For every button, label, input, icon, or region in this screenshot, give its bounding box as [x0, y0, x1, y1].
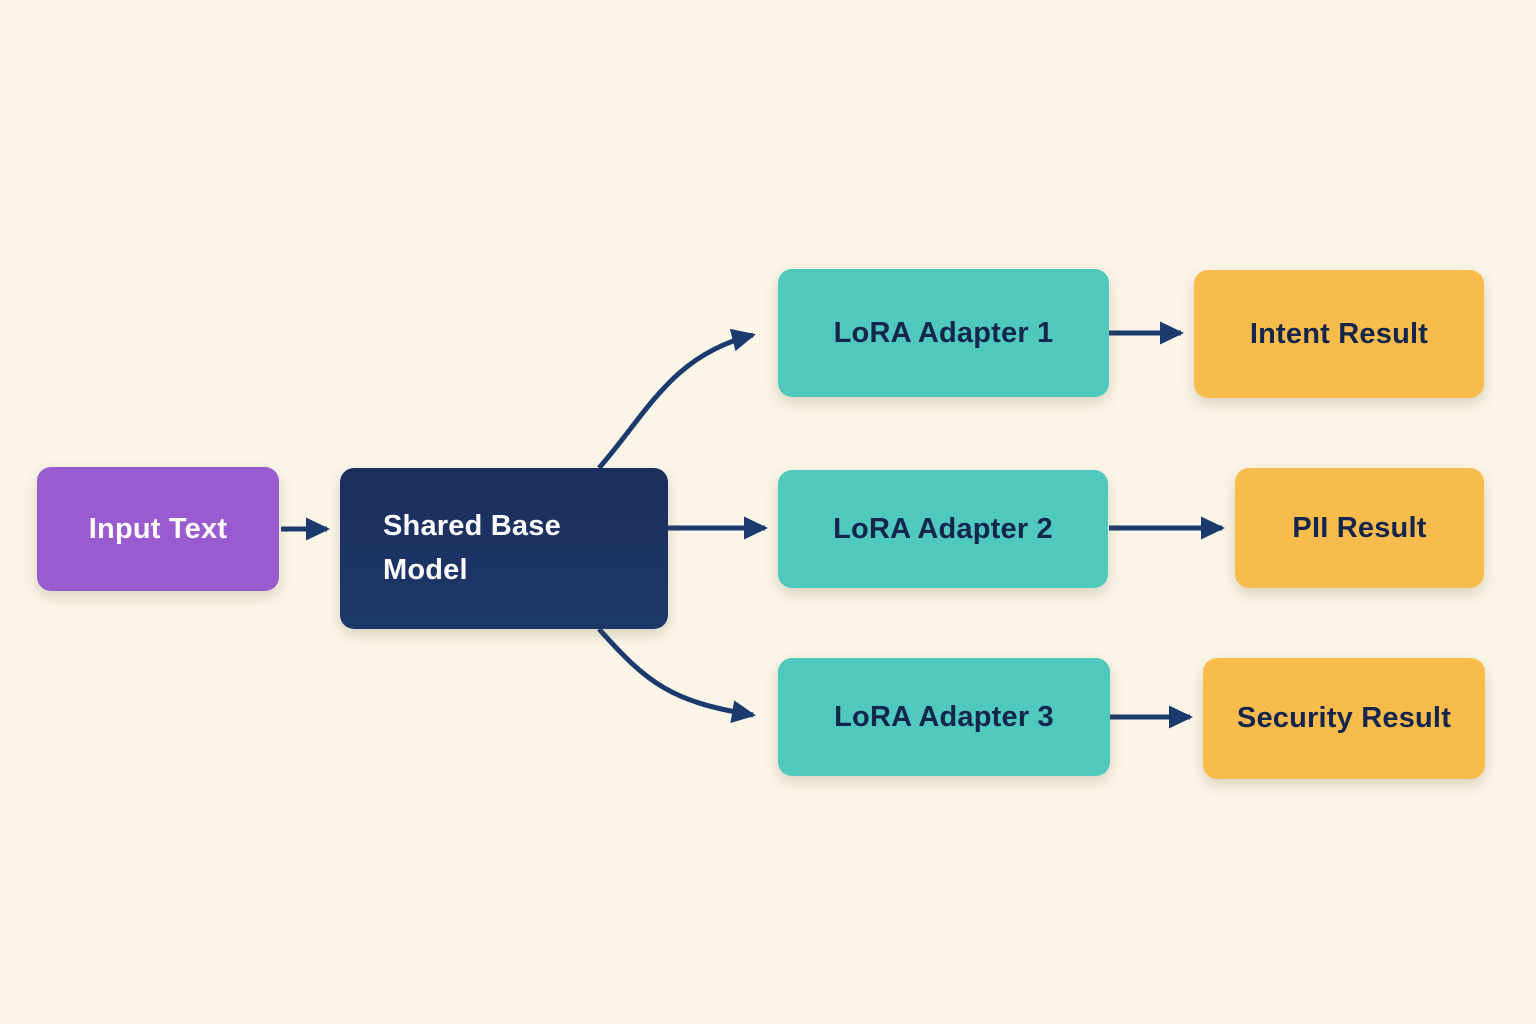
node-lora-adapter-2: LoRA Adapter 2 [778, 470, 1108, 588]
node-input-text-label: Input Text [88, 512, 228, 545]
node-security-result: Security Result [1203, 658, 1485, 779]
node-security-result-label: Security Result [1236, 702, 1452, 734]
node-pii-result-label: PII Result [1292, 511, 1427, 544]
node-lora-adapter-1-label: LoRA Adapter 1 [833, 316, 1054, 349]
node-lora-adapter-2-label: LoRA Adapter 2 [833, 512, 1053, 545]
edge-base-to-adapter1 [597, 328, 756, 470]
node-shared-base-model-label: Shared Base Model [383, 510, 561, 586]
node-intent-result-label: Intent Result [1249, 317, 1429, 350]
node-pii-result: PII Result [1235, 468, 1484, 588]
node-lora-adapter-1: LoRA Adapter 1 [778, 269, 1109, 397]
node-intent-result: Intent Result [1194, 270, 1484, 398]
node-lora-adapter-3-label: LoRA Adapter 3 [834, 700, 1054, 733]
node-shared-base-model: Shared Base Model [340, 468, 668, 629]
node-input-text: Input Text [37, 467, 279, 591]
node-lora-adapter-3: LoRA Adapter 3 [778, 658, 1110, 776]
edge-base-to-adapter3 [597, 627, 756, 724]
